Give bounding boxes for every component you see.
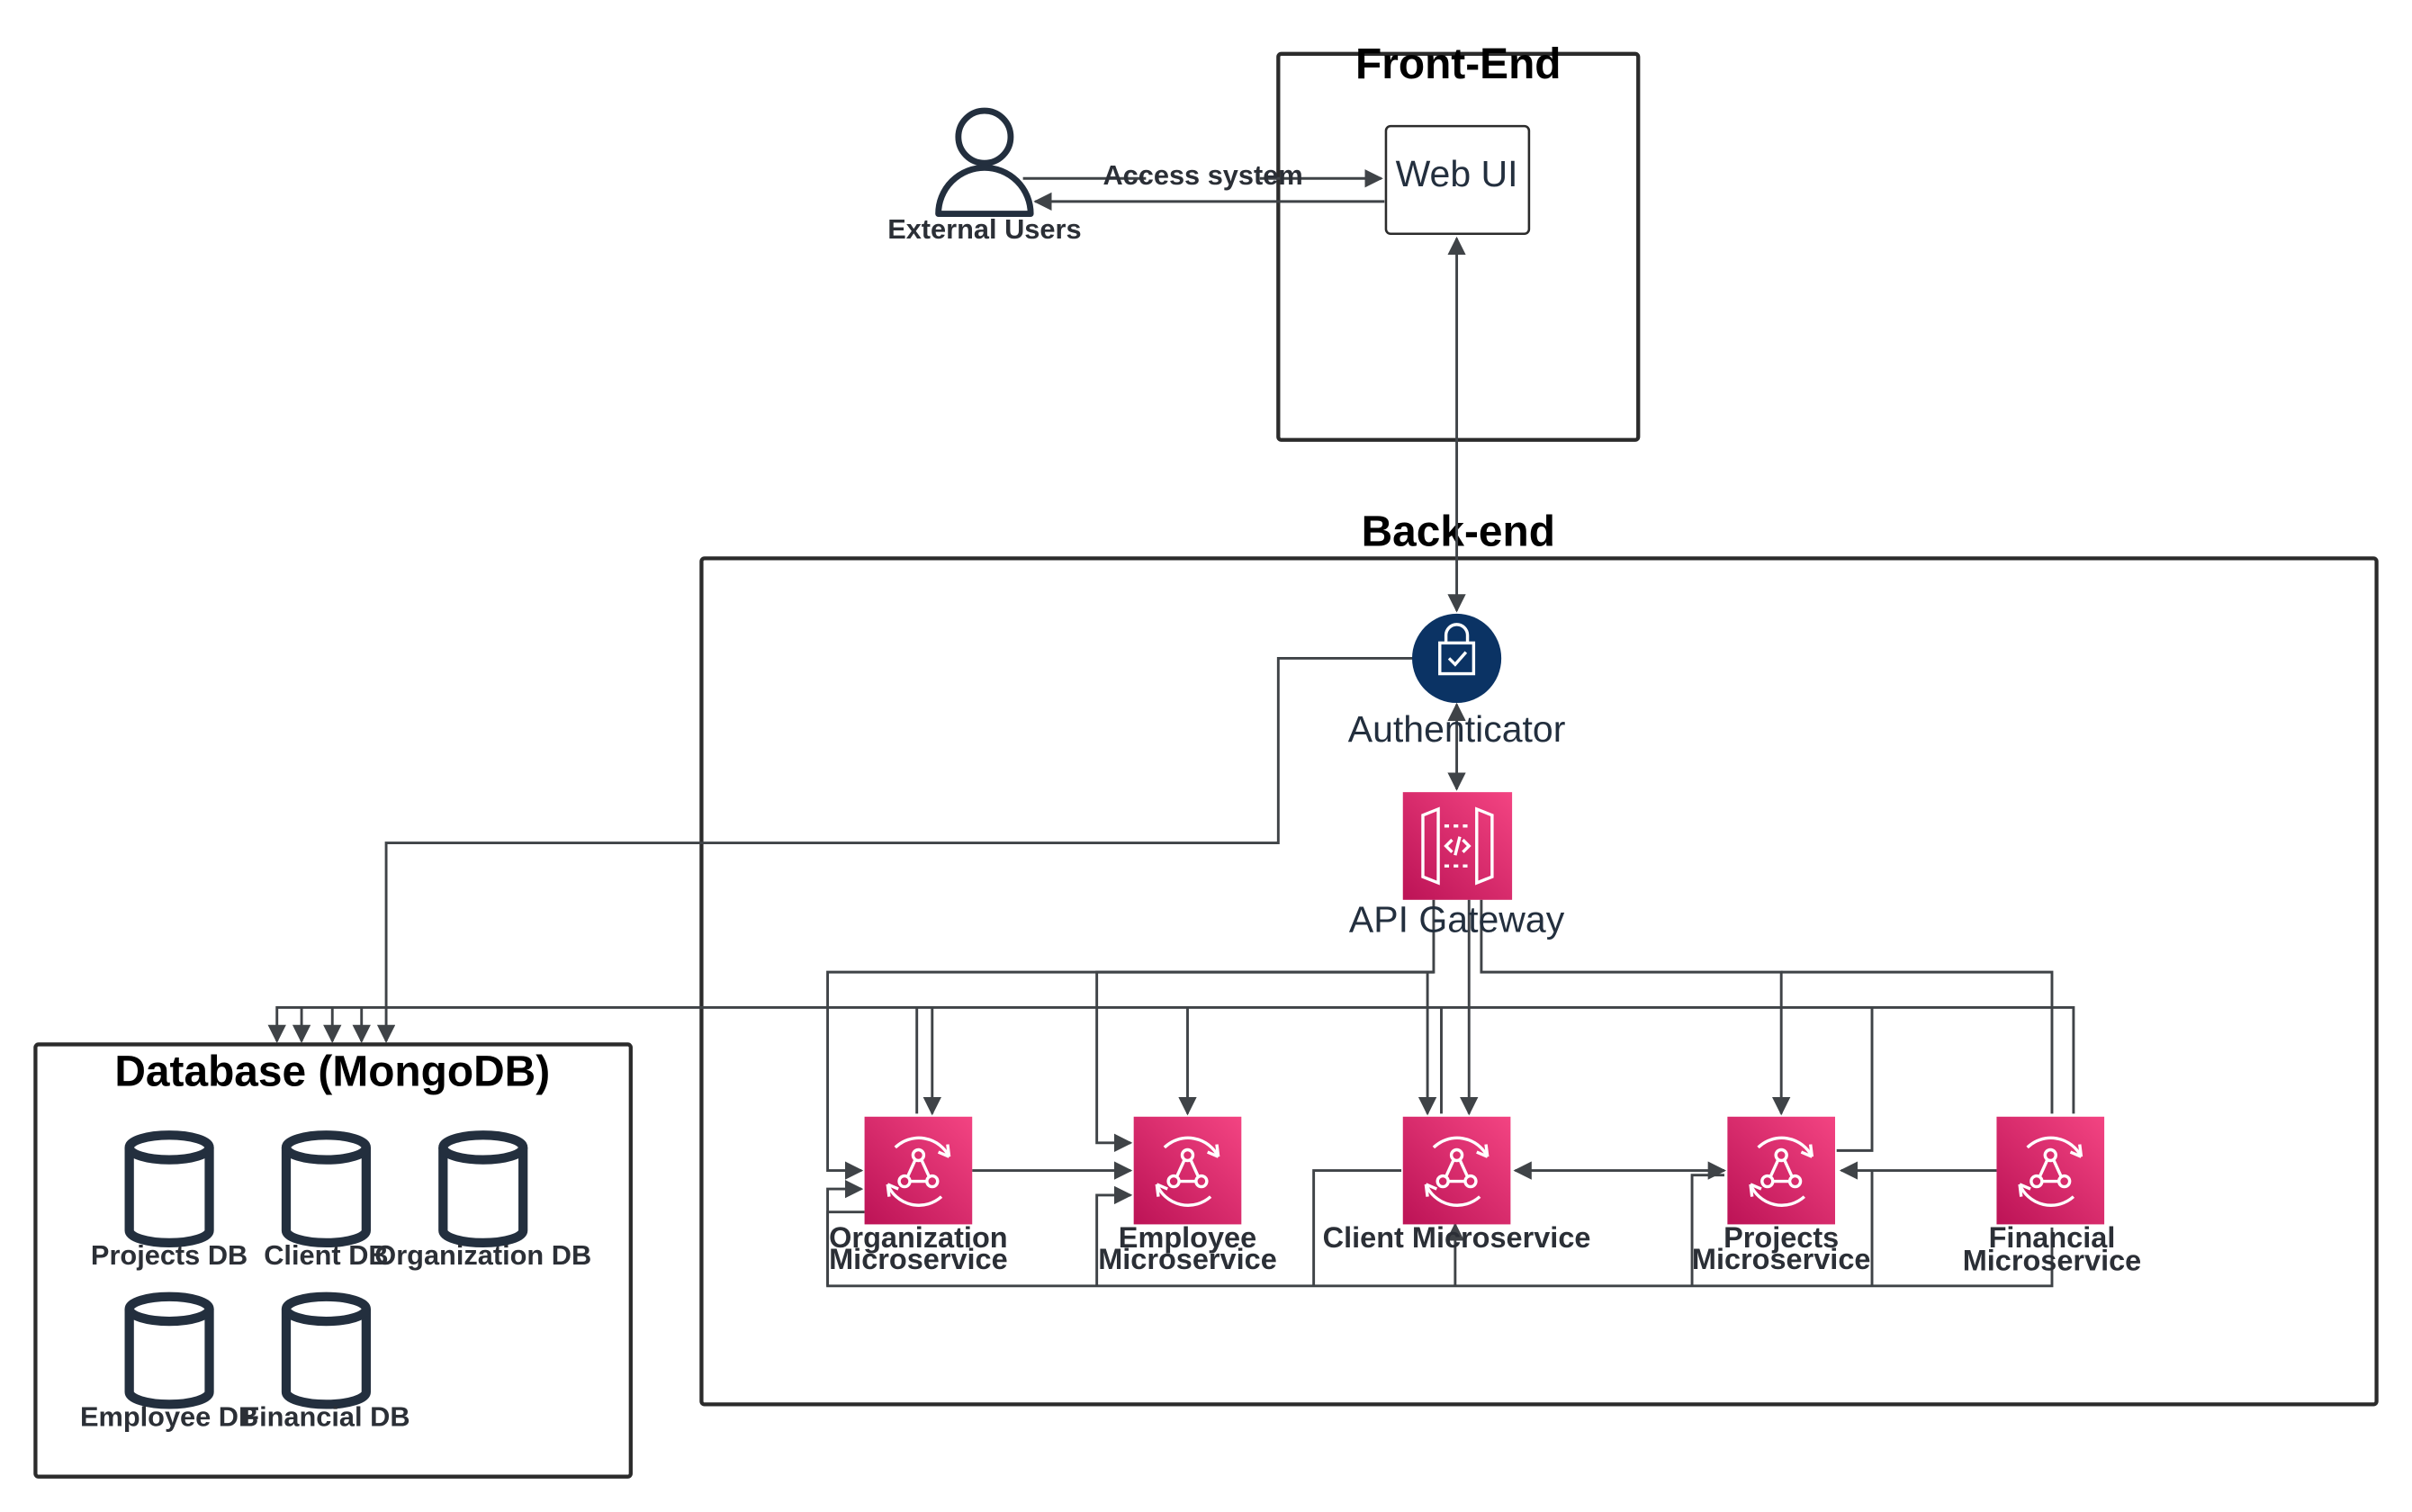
frontend-title: Front-End — [1355, 40, 1562, 88]
authenticator-node: Authenticator — [1348, 613, 1566, 750]
external-users: External Users — [887, 107, 1082, 245]
db-client: Client DB — [264, 1135, 389, 1271]
microservice-icon — [1725, 1115, 1837, 1227]
external-users-label: External Users — [887, 213, 1081, 245]
service-employee-line1: Employee — [1119, 1221, 1256, 1254]
access-label-bg: Access system — [1102, 159, 1302, 191]
db-organization: Organization DB — [374, 1135, 591, 1271]
microservice-icon — [862, 1115, 974, 1227]
web-ui-label: Web UI — [1396, 153, 1518, 194]
database-icon — [130, 1297, 210, 1405]
db-projects: Projects DB — [91, 1135, 248, 1271]
service-organization-line1: Organization — [829, 1221, 1007, 1254]
edge-gw-emp — [1095, 970, 1434, 1152]
db-organization-label: Organization DB — [374, 1239, 591, 1271]
db-employee-label: Employee DB — [80, 1400, 258, 1432]
database-title: Database (MongoDB) — [114, 1048, 550, 1096]
access-system-label: Access system — [1102, 159, 1302, 191]
api-gateway-icon — [1421, 806, 1494, 886]
db-financial: Financial DB — [242, 1297, 410, 1432]
db-client-label: Client DB — [264, 1239, 388, 1271]
service-employee-line2: Microservice — [1098, 1243, 1277, 1275]
database-icon — [443, 1135, 523, 1243]
service-organization-line2: Microservice — [829, 1243, 1008, 1275]
service-projects-line2: Microservice — [1692, 1243, 1871, 1275]
backend-title: Back-end — [1362, 508, 1555, 556]
api-gateway-node: API Gateway — [1349, 792, 1565, 940]
edge-authenticator-database — [376, 657, 1414, 1044]
edge-gw-org — [826, 899, 1436, 1180]
lock-icon — [1438, 623, 1476, 676]
db-employee: Employee DB — [80, 1297, 258, 1432]
service-organization: Organization Microservice — [829, 1115, 1008, 1275]
service-employee: Employee Microservice — [1098, 1115, 1277, 1275]
service-client: Client Microservice — [1323, 1115, 1591, 1254]
database-icon — [286, 1135, 366, 1243]
service-financial-line1: Financial — [1989, 1221, 2116, 1254]
service-projects: Projects Microservice — [1692, 1115, 1871, 1275]
authenticator-label: Authenticator — [1348, 708, 1566, 750]
db-projects-label: Projects DB — [91, 1239, 248, 1271]
edge-gw-financial — [1781, 970, 2054, 1114]
frontend-container: Front-End — [1276, 40, 1641, 442]
api-gateway-label: API Gateway — [1349, 899, 1565, 940]
edge-services-database — [267, 1005, 2075, 1114]
microservice-icon — [1401, 1115, 1513, 1227]
microservice-icon — [1994, 1115, 2106, 1227]
db-financial-label: Financial DB — [242, 1400, 410, 1432]
database-icon — [286, 1297, 366, 1405]
edge-gw-projects — [1480, 899, 1791, 1116]
service-financial: Financial Microservice — [1963, 1115, 2142, 1277]
web-ui-node: Web UI — [1384, 124, 1531, 236]
service-projects-line1: Projects — [1724, 1221, 1839, 1254]
service-financial-line2: Microservice — [1963, 1245, 2142, 1277]
service-client-line1: Client Microservice — [1323, 1221, 1591, 1254]
user-icon — [935, 107, 1034, 217]
database-icon — [130, 1135, 210, 1243]
microservice-icon — [1131, 1115, 1244, 1227]
